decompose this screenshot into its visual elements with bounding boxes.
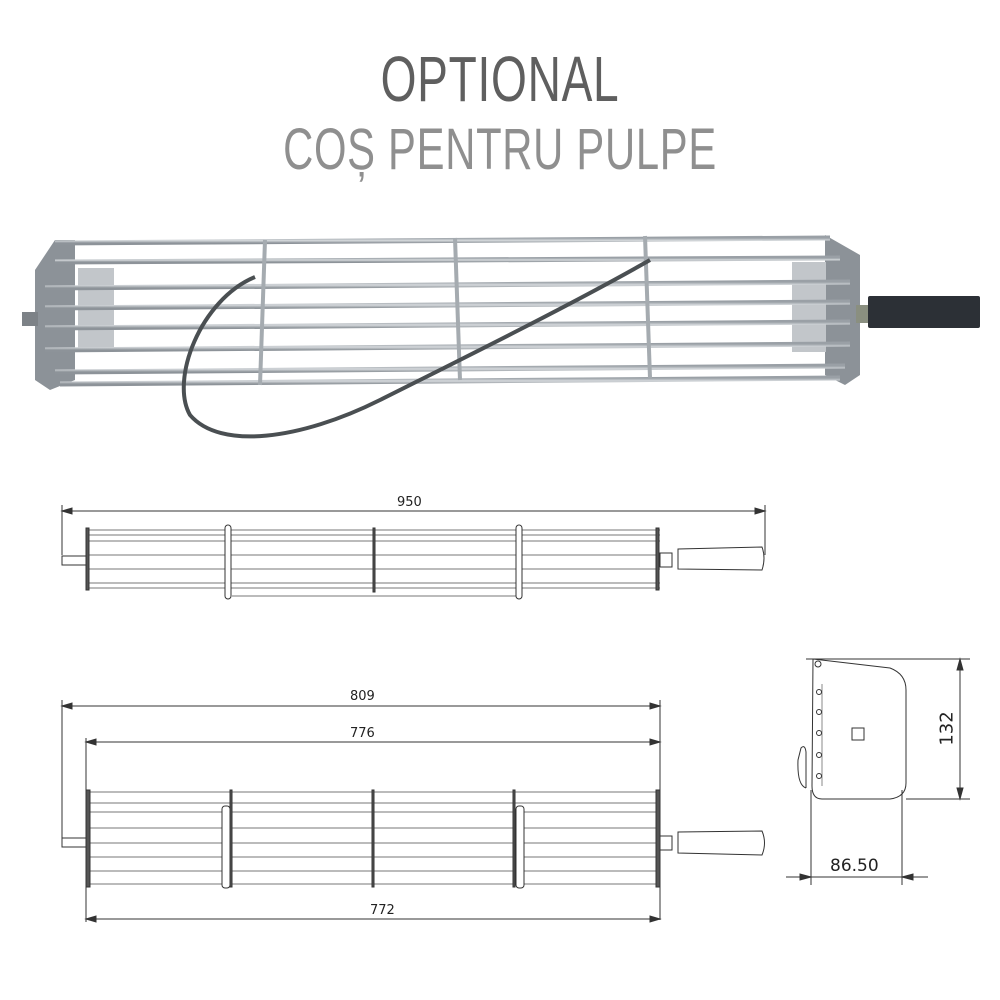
dim-950: 950 (397, 495, 422, 510)
dim-86-50: 86.50 (830, 856, 879, 876)
dim-809: 809 (350, 689, 375, 704)
dim-776: 776 (350, 726, 375, 741)
basket-photo (22, 235, 980, 439)
dim-772: 772 (370, 903, 395, 918)
page-subtitle: COȘ PENTRU PULPE (283, 117, 717, 182)
page-title: OPTIONAL (380, 43, 620, 115)
dim-132: 132 (936, 711, 958, 746)
